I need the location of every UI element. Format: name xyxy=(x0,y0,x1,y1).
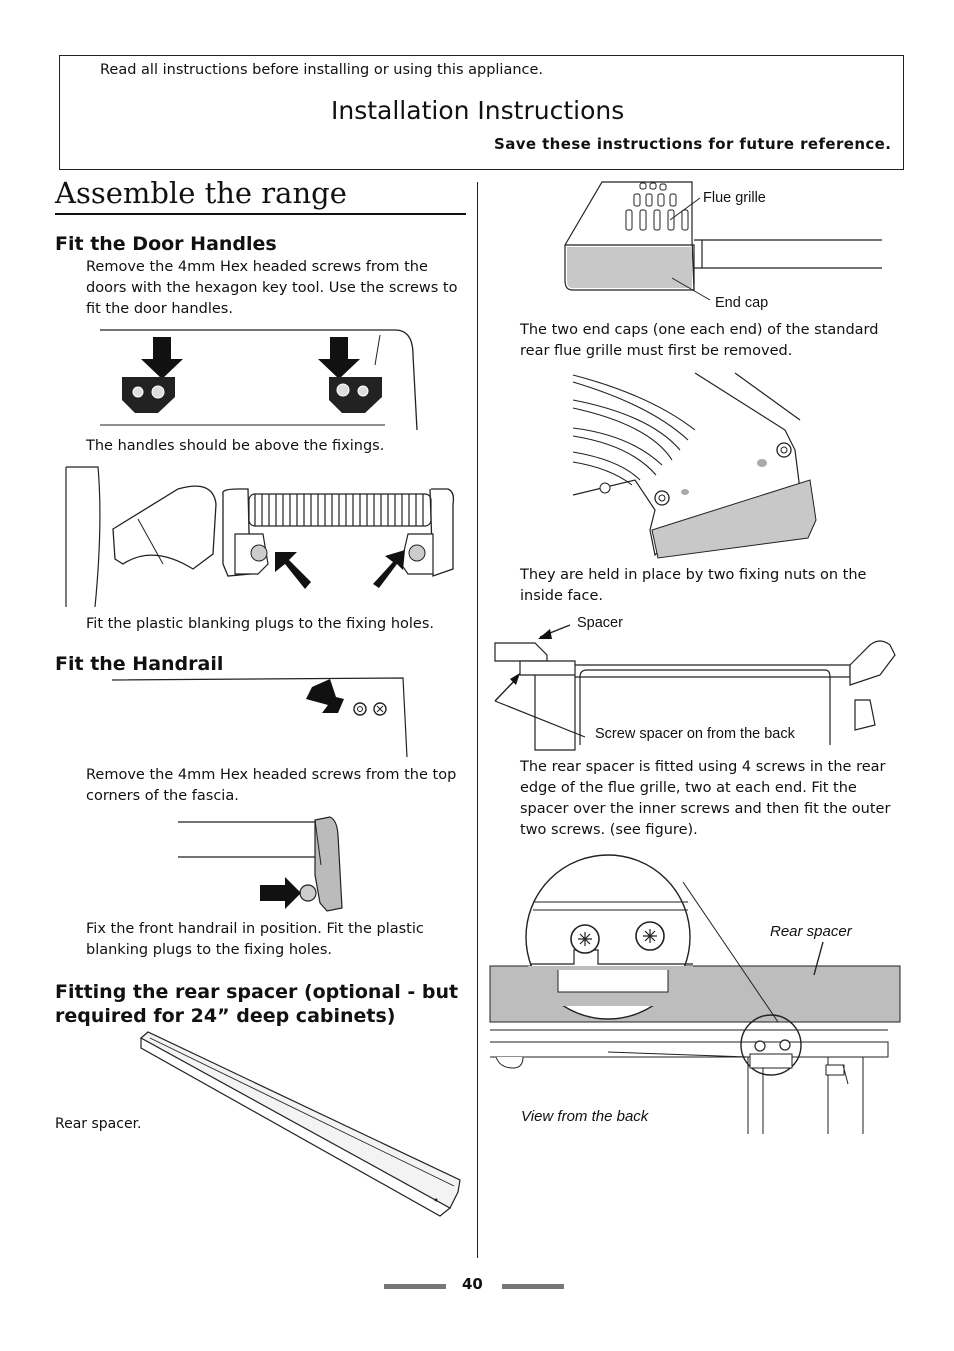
header-box xyxy=(59,55,904,170)
section-title: Assemble the range xyxy=(55,176,347,210)
arrow-icon xyxy=(260,877,301,909)
caption-handles-above: The handles should be above the fixings. xyxy=(86,438,385,454)
label-screw-spacer: Screw spacer on from the back xyxy=(595,726,795,742)
caption-rear-spacer: Rear spacer. xyxy=(55,1116,142,1132)
heading-rear-spacer: Fitting the rear spacer (optional - but … xyxy=(55,980,458,1028)
door-fixings-figure xyxy=(100,329,418,431)
arrow-icon xyxy=(306,679,344,713)
column-divider xyxy=(477,182,478,1258)
caption-blanking-plugs: Fit the plastic blanking plugs to the fi… xyxy=(86,616,434,632)
spacer-install-figure xyxy=(494,624,896,751)
hinge-bracket-icon xyxy=(329,377,382,413)
nut-icon xyxy=(654,490,670,506)
header-title: Installation Instructions xyxy=(331,96,625,125)
text-line: doors with the hexagon key tool. Use the… xyxy=(86,280,458,296)
heading-line: Fitting the rear spacer (optional - but xyxy=(55,981,459,1003)
heading-door-handles: Fit the Door Handles xyxy=(55,233,277,255)
text-line: blanking plugs to the fixing holes. xyxy=(86,942,333,958)
magnifier-circle-icon xyxy=(740,1014,802,1076)
text-line: Fix the front handrail in position. Fit … xyxy=(86,921,424,937)
arrow-icon xyxy=(373,550,405,588)
label-rear-spacer: Rear spacer xyxy=(770,923,852,940)
paragraph-rear-spacer: The rear spacer is fitted using 4 screws… xyxy=(520,757,890,841)
label-view-from-back: View from the back xyxy=(521,1108,649,1125)
paragraph-handrail-screws: Remove the 4mm Hex headed screws from th… xyxy=(86,765,456,807)
flue-grille-figure xyxy=(564,181,882,301)
handrail-bracket-figure xyxy=(178,816,343,912)
paragraph-handrail-fix: Fix the front handrail in position. Fit … xyxy=(86,919,424,961)
text-line: fit the door handles. xyxy=(86,301,233,317)
back-view-figure xyxy=(489,854,901,1134)
rear-spacer-bar-figure xyxy=(139,1031,461,1217)
magnifier-circle-icon xyxy=(525,854,693,1020)
text-line: inside face. xyxy=(520,588,604,604)
hinge-bracket-icon xyxy=(122,377,175,413)
fascia-corner-figure xyxy=(111,677,408,758)
section-title-rule xyxy=(55,213,466,215)
label-flue-grille: Flue grille xyxy=(703,190,766,206)
page-number: 40 xyxy=(462,1275,483,1293)
label-spacer: Spacer xyxy=(577,615,623,631)
label-end-cap: End cap xyxy=(715,295,769,311)
down-arrow-icon xyxy=(318,337,360,379)
header-save-note: Save these instructions for future refer… xyxy=(494,135,892,153)
text-line: corners of the fascia. xyxy=(86,788,239,804)
text-line: They are held in place by two fixing nut… xyxy=(520,567,867,583)
page-number-bar-left xyxy=(384,1284,446,1289)
heading-handrail: Fit the Handrail xyxy=(55,653,224,675)
nut-icon xyxy=(776,442,792,458)
text-line: rear flue grille must first be removed. xyxy=(520,343,793,359)
arrow-icon xyxy=(538,624,571,639)
handle-plugs-figure xyxy=(65,466,455,608)
paragraph-end-caps: The two end caps (one each end) of the s… xyxy=(520,320,878,362)
text-line: two screws. (see figure). xyxy=(520,822,698,838)
down-arrow-icon xyxy=(141,337,183,379)
fixing-nuts-figure xyxy=(572,372,817,559)
text-line: The rear spacer is fitted using 4 screws… xyxy=(520,759,886,775)
header-note: Read all instructions before installing … xyxy=(100,62,544,78)
paragraph-door-handles: Remove the 4mm Hex headed screws from th… xyxy=(86,257,458,320)
text-line: spacer over the inner screws and then fi… xyxy=(520,801,891,817)
page-number-bar-right xyxy=(502,1284,564,1289)
text-line: Remove the 4mm Hex headed screws from th… xyxy=(86,767,457,783)
heading-line: required for 24” deep cabinets) xyxy=(55,1005,396,1027)
text-line: Remove the 4mm Hex headed screws from th… xyxy=(86,259,428,275)
text-line: edge of the flue grille, two at each end… xyxy=(520,780,857,796)
paragraph-fixing-nuts: They are held in place by two fixing nut… xyxy=(520,565,866,607)
grille-slots-icon xyxy=(625,182,689,231)
spring-icon xyxy=(248,493,432,527)
arrow-icon xyxy=(275,552,311,589)
text-line: The two end caps (one each end) of the s… xyxy=(520,322,879,338)
